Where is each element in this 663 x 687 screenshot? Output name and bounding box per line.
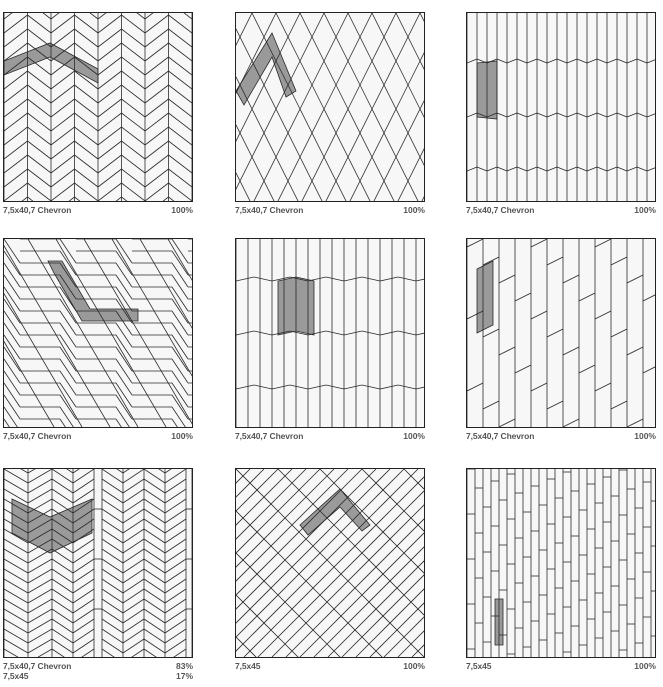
tile-pattern-4 (3, 238, 193, 428)
caption-name: 7,5x45 (235, 661, 261, 671)
caption-6: 7,5x40,7 Chevron (466, 431, 656, 441)
caption-percent: 100% (403, 431, 425, 441)
caption-name: 7,5x45 (3, 671, 29, 681)
caption-name: 7,5x45 (466, 661, 492, 671)
caption-5: 7,5x40,7 Chevron (235, 431, 425, 441)
caption-7: 7,5x40,7 Chevron 7,5x45 (3, 661, 193, 681)
caption-percent: 100% (403, 205, 425, 215)
tile-pattern-5 (235, 238, 425, 428)
caption-percent: 100% (634, 661, 656, 671)
caption-name: 7,5x40,7 Chevron (3, 431, 72, 441)
caption-name: 7,5x40,7 Chevron (3, 205, 72, 215)
caption-percent: 17% (175, 671, 193, 681)
caption-percent: 100% (634, 431, 656, 441)
tile-pattern-8 (235, 468, 425, 658)
caption-2: 7,5x40,7 Chevron (235, 205, 425, 215)
tile-pattern-1 (3, 12, 193, 202)
caption-name: 7,5x40,7 Chevron (235, 431, 304, 441)
caption-1: 7,5x40,7 Chevron (3, 205, 193, 215)
tile-pattern-2 (235, 12, 425, 202)
caption-9: 7,5x45 (466, 661, 656, 671)
caption-percent: 100% (171, 431, 193, 441)
caption-8: 7,5x45 (235, 661, 425, 671)
caption-name: 7,5x40,7 Chevron (466, 205, 535, 215)
tile-pattern-6 (466, 238, 656, 428)
caption-name: 7,5x40,7 Chevron (466, 431, 535, 441)
tile-pattern-9 (466, 468, 656, 658)
caption-percent: 83% (175, 661, 193, 671)
caption-4: 7,5x40,7 Chevron (3, 431, 193, 441)
caption-3: 7,5x40,7 Chevron (466, 205, 656, 215)
caption-name: 7,5x40,7 Chevron (235, 205, 304, 215)
caption-percent: 100% (171, 205, 193, 215)
caption-percent: 100% (403, 661, 425, 671)
tile-pattern-7 (3, 468, 193, 658)
caption-name: 7,5x40,7 Chevron (3, 661, 72, 671)
tile-pattern-3 (466, 12, 656, 202)
caption-percent: 100% (634, 205, 656, 215)
